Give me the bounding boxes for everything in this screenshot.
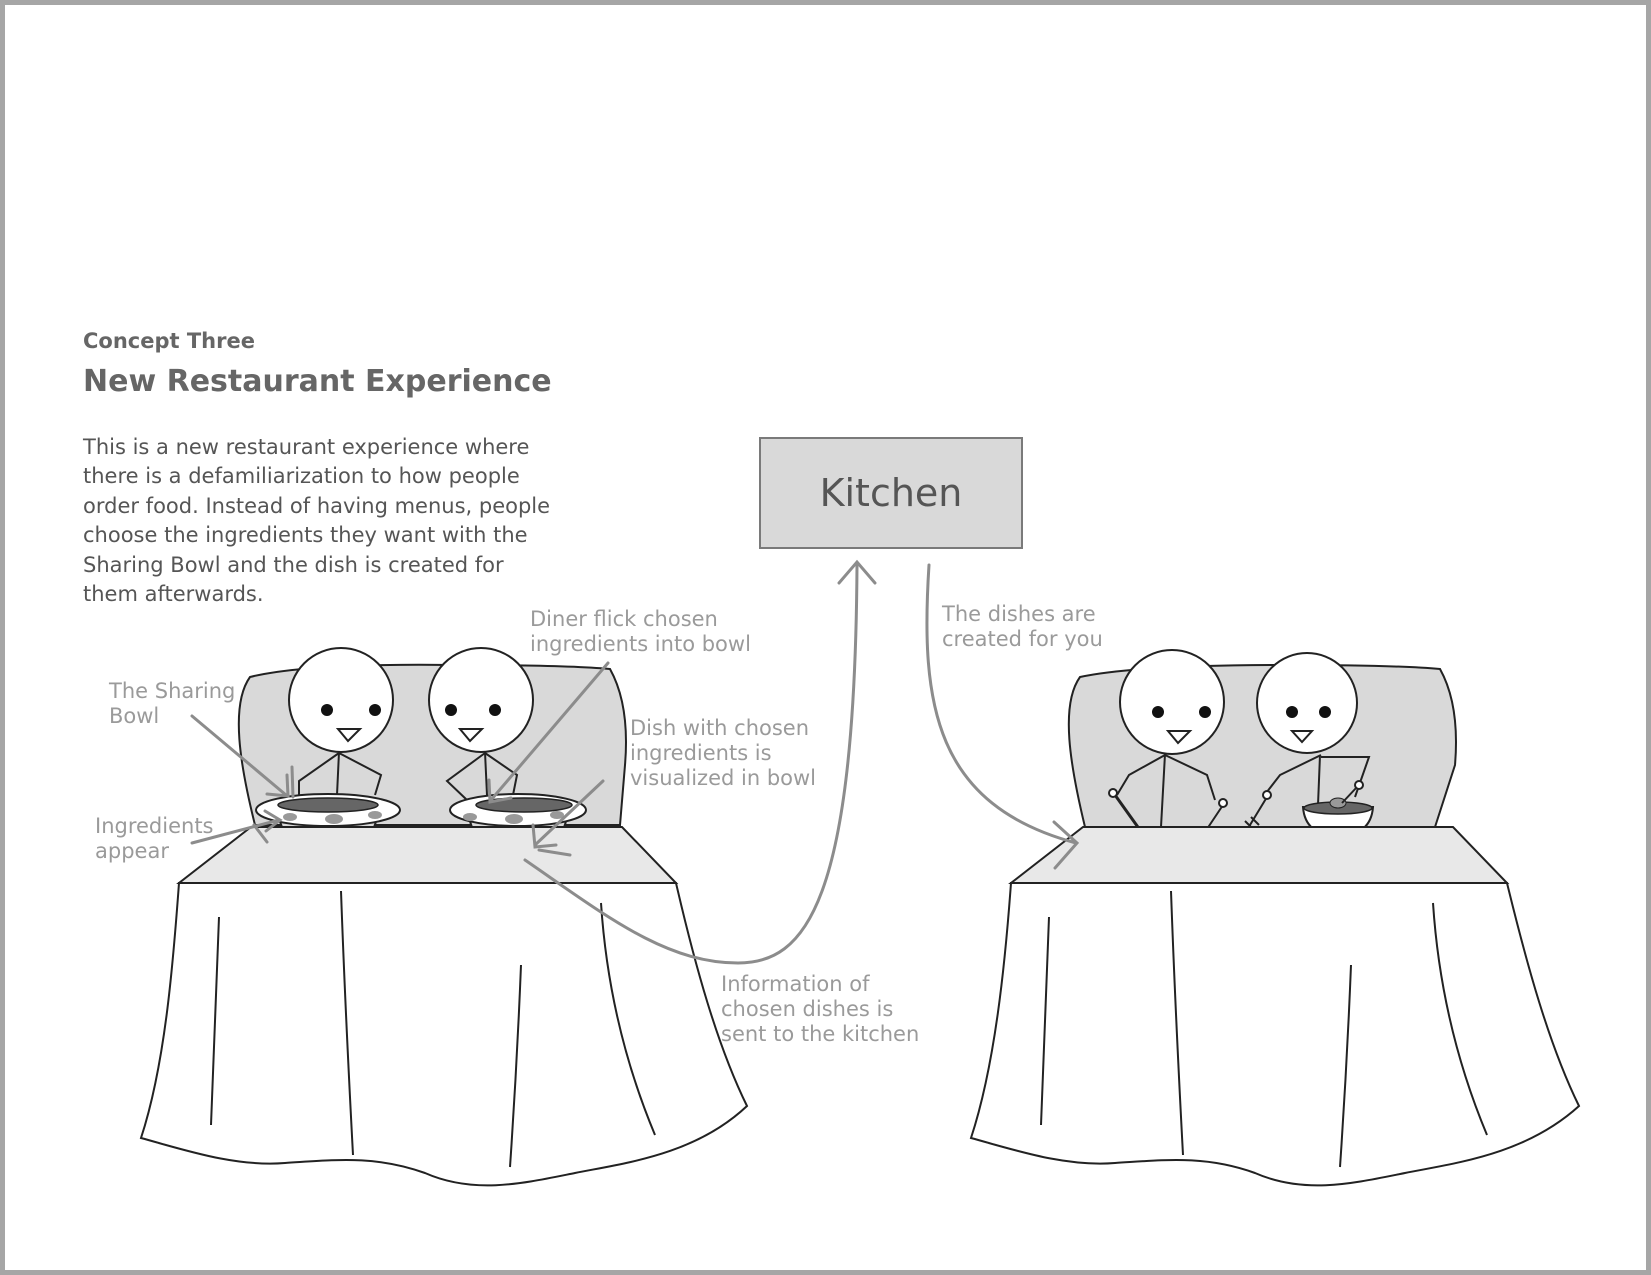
sharing-bowl-arrow bbox=[190, 714, 290, 798]
diner-mouth bbox=[457, 728, 485, 743]
to-kitchen-arrow bbox=[523, 559, 877, 965]
right-diner-1 bbox=[1116, 649, 1225, 828]
right-diner-2 bbox=[1256, 652, 1371, 806]
glass-treat bbox=[1329, 797, 1347, 809]
diner-body bbox=[445, 751, 519, 801]
diner-mouth bbox=[335, 728, 363, 743]
dish-visualized-arrow bbox=[531, 779, 605, 849]
diner-eye bbox=[445, 704, 457, 716]
diner-eye bbox=[1286, 706, 1298, 718]
flick-label: Diner flick chosen ingredients into bowl bbox=[530, 607, 751, 656]
diner-eye bbox=[1319, 706, 1331, 718]
concept-subtitle: Concept Three bbox=[83, 329, 255, 353]
diner-eye bbox=[489, 704, 501, 716]
bowl-tick bbox=[537, 848, 572, 857]
left-scene bbox=[139, 647, 749, 1187]
kitchen-box: Kitchen bbox=[759, 437, 1023, 549]
diner-mouth bbox=[1165, 730, 1193, 745]
ingredient-blob bbox=[463, 813, 477, 821]
dish-visualized-label: Dish with chosen ingredients is visualiz… bbox=[630, 716, 817, 790]
sharing-bowl-tick bbox=[290, 765, 295, 799]
right-cloth-folds bbox=[1040, 890, 1488, 1168]
ingredients-tick bbox=[252, 823, 269, 844]
diner-body bbox=[1116, 753, 1216, 828]
diner-eye bbox=[1199, 706, 1211, 718]
left-diner-1 bbox=[288, 647, 394, 796]
left-tablecloth bbox=[139, 882, 749, 1187]
right-scene bbox=[969, 649, 1581, 1187]
spoon bbox=[1341, 786, 1358, 804]
spoon-handle bbox=[1354, 780, 1364, 790]
left-diner-2 bbox=[428, 647, 534, 801]
page-title: New Restaurant Experience bbox=[83, 364, 552, 399]
info-sent-label: Information of chosen dishes is sent to … bbox=[721, 972, 920, 1046]
right-tablecloth bbox=[969, 882, 1581, 1187]
annotation-arrows bbox=[190, 559, 1080, 965]
diner-body bbox=[298, 751, 383, 796]
ingredient-blob bbox=[283, 813, 297, 821]
diner-head bbox=[428, 647, 534, 753]
flick-arrow bbox=[487, 661, 610, 804]
right-table-top bbox=[1008, 826, 1510, 884]
ingredient-blob bbox=[505, 814, 523, 824]
diner-eye bbox=[1152, 706, 1164, 718]
diner-head bbox=[288, 647, 394, 753]
ingredient-blob bbox=[325, 814, 343, 824]
ingredients-arrow bbox=[190, 809, 283, 845]
kitchen-label: Kitchen bbox=[819, 471, 963, 515]
diner-head bbox=[1119, 649, 1225, 755]
bowl-contents bbox=[277, 797, 379, 813]
diner-mouth bbox=[1289, 730, 1315, 744]
diner-eye bbox=[321, 704, 333, 716]
diner-eye bbox=[369, 704, 381, 716]
knife-handle bbox=[1108, 788, 1118, 798]
sharing-bowl-label: The Sharing Bowl bbox=[109, 679, 236, 728]
ingredient-blob bbox=[550, 811, 564, 819]
ingredient-blob bbox=[368, 811, 382, 819]
diner-head bbox=[1256, 652, 1358, 754]
illustration bbox=[139, 559, 1581, 1187]
left-table-top bbox=[176, 826, 679, 884]
fork-handle bbox=[1218, 798, 1228, 808]
fork-handle bbox=[1262, 790, 1272, 800]
concept-description: This is a new restaurant experience wher… bbox=[83, 435, 551, 607]
ingredients-label: Ingredients appear bbox=[95, 814, 214, 863]
left-cloth-folds bbox=[210, 890, 656, 1168]
dishes-created-label: The dishes are created for you bbox=[942, 602, 1103, 651]
from-kitchen-arrow bbox=[925, 563, 1080, 870]
